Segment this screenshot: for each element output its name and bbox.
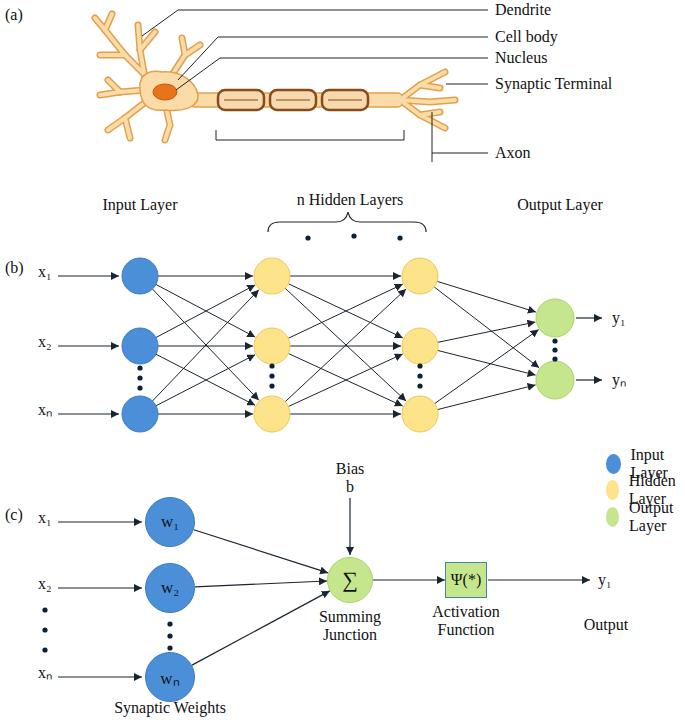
- legend-swatch: [606, 454, 621, 474]
- panel-letter: (b): [5, 259, 24, 277]
- network-link: [285, 288, 406, 401]
- leader-lines: [142, 10, 488, 162]
- label: n Hidden Layers: [297, 191, 404, 209]
- network-link: [288, 354, 402, 407]
- network-link: [437, 385, 535, 410]
- network-link: [152, 290, 258, 401]
- legend-text: Output Layer: [629, 499, 685, 535]
- node-text: wₙ: [160, 666, 179, 689]
- network-link: [288, 354, 402, 407]
- network-neuron: [122, 396, 158, 432]
- network-link: [285, 289, 406, 402]
- network-link: [434, 287, 539, 368]
- network-neuron: [254, 258, 290, 294]
- connector: [195, 581, 327, 587]
- network-link: [435, 330, 539, 404]
- weight-circle: w₂: [145, 563, 195, 613]
- node-text: w₂: [161, 578, 179, 598]
- network-link: [438, 322, 536, 342]
- label: xₙ: [38, 664, 52, 682]
- label: Bias b: [333, 460, 367, 497]
- connector: [194, 530, 328, 573]
- weight-circle: w₁: [145, 497, 195, 547]
- activation-box: Ψ(*)Activation Function: [445, 562, 487, 598]
- network-link: [290, 414, 401, 415]
- node-text: ∑: [342, 567, 358, 593]
- network-link: [156, 284, 255, 337]
- network-neuron: [254, 328, 290, 364]
- node-text: Ψ(*): [451, 571, 481, 589]
- network-link: [156, 354, 255, 405]
- label: y₁: [598, 571, 612, 589]
- node-caption: Summing Junction: [308, 608, 392, 645]
- network-neuron: [122, 328, 158, 364]
- network-link: [156, 355, 255, 406]
- panel-letter: (a): [5, 6, 23, 24]
- network-link: [288, 284, 403, 338]
- weight-circle: wₙ: [145, 652, 195, 702]
- legend-swatch: [606, 507, 619, 527]
- node-text: w₁: [161, 512, 179, 532]
- network-neuron: [254, 396, 290, 432]
- label: Output Layer: [517, 196, 603, 214]
- network-neuron: [402, 258, 438, 294]
- signal-arrows: [58, 276, 602, 677]
- label: Dendrite: [495, 1, 551, 19]
- connector: [192, 591, 330, 665]
- network-link: [158, 276, 253, 277]
- legend-swatch: [606, 480, 619, 500]
- hidden-brace: [268, 212, 426, 232]
- label: Cell body: [495, 28, 558, 46]
- label: y₁: [612, 309, 626, 327]
- panel-letter: (c): [5, 506, 23, 524]
- network-link: [288, 284, 403, 338]
- label: Output: [584, 616, 628, 634]
- network-link: [290, 276, 401, 277]
- legend-item: Output Layer: [606, 499, 685, 535]
- neuron: [95, 14, 455, 140]
- label: Synaptic Terminal: [495, 75, 612, 93]
- network-link: [158, 414, 253, 415]
- network: [122, 258, 574, 432]
- label: x₁: [38, 263, 52, 281]
- network-neuron: [122, 258, 158, 294]
- network-link: [152, 289, 258, 400]
- label: x₂: [38, 333, 52, 351]
- connector: [373, 579, 445, 580]
- network-link: [156, 285, 255, 338]
- node-caption: Activation Function: [424, 603, 508, 640]
- network-link: [437, 350, 535, 375]
- dots: [42, 233, 557, 652]
- label: Axon: [495, 144, 531, 162]
- network-neuron: [536, 299, 574, 337]
- label: x₁: [38, 509, 52, 527]
- label: x₂: [38, 575, 52, 593]
- label: Input Layer: [102, 196, 177, 214]
- label: xₙ: [38, 401, 52, 419]
- network-neuron: [402, 396, 438, 432]
- label: yₙ: [612, 371, 626, 389]
- summing-junction: ∑Summing Junction: [327, 557, 373, 603]
- label: Nucleus: [495, 49, 547, 67]
- network-neuron: [402, 328, 438, 364]
- network-neuron: [536, 361, 574, 399]
- network-link: [437, 281, 536, 312]
